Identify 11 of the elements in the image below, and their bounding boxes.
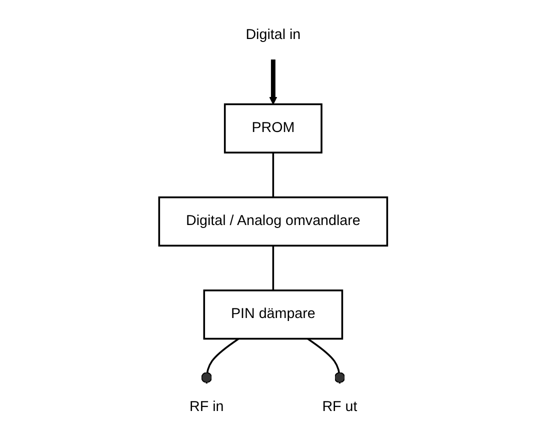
node-box: PROM (224, 103, 322, 154)
connector (272, 152, 274, 198)
connector (272, 246, 274, 290)
arrow (269, 60, 277, 105)
node-box: Digital / Analog omvandlare (158, 196, 388, 247)
node-text: RF ut (322, 400, 358, 415)
connector (201, 338, 239, 384)
node-box: PIN dämpare (203, 290, 343, 340)
node-text: Digital in (246, 27, 300, 42)
connector (307, 338, 345, 384)
node-text: RF in (189, 400, 224, 415)
